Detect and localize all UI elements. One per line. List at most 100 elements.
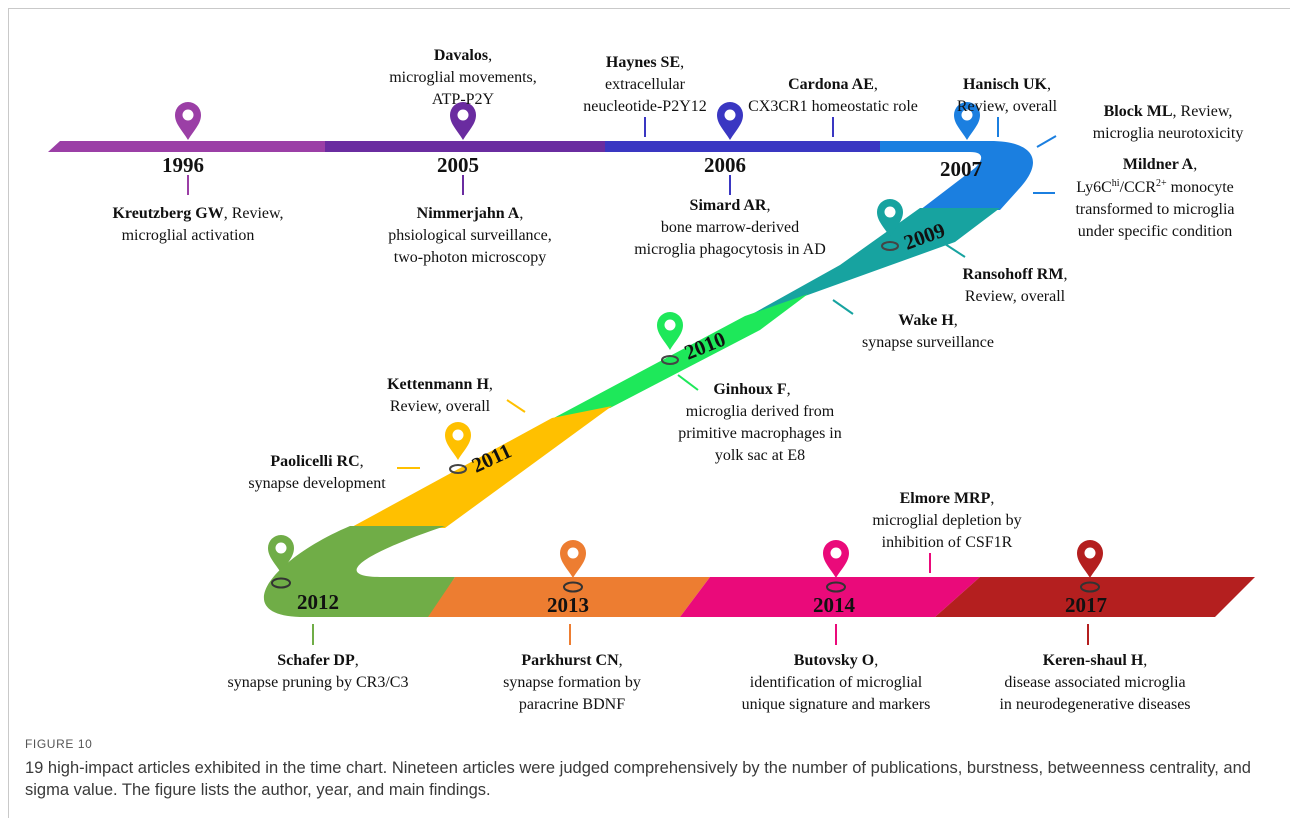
article-kettenmann: Kettenmann H, Review, overall	[387, 376, 493, 415]
article-keren-shaul: Keren-shaul H, disease associated microg…	[999, 652, 1190, 713]
band-segment-2011	[350, 406, 612, 528]
pin-base-2014	[826, 581, 846, 593]
svg-text:unique signature and markers: unique signature and markers	[742, 696, 931, 713]
band-segment-2010	[550, 294, 808, 420]
svg-text:CX3CR1 homeostatic role: CX3CR1 homeostatic role	[748, 98, 918, 115]
year-label-2012: 2012	[297, 590, 339, 614]
year-label-2014: 2014	[813, 593, 856, 617]
band-segment-2013	[428, 577, 710, 617]
year-label-2013: 2013	[547, 593, 589, 617]
year-label-2007: 2007	[940, 157, 982, 181]
article-kreutzberg: Kreutzberg GW, Review, microglial activa…	[112, 205, 283, 244]
svg-text:Kreutzberg GW, Review,: Kreutzberg GW, Review,	[112, 205, 283, 222]
svg-text:phsiological surveillance,: phsiological surveillance,	[388, 227, 552, 244]
article-ginhoux: Ginhoux F, microglia derived from primit…	[678, 381, 842, 464]
connector-ticks	[187, 117, 1089, 645]
svg-text:Ransohoff RM,: Ransohoff RM,	[963, 266, 1068, 283]
pin-icon-2017	[1077, 540, 1103, 578]
figure-caption: 19 high-impact articles exhibited in the…	[25, 759, 1251, 799]
year-label-2010: 2010	[681, 327, 729, 365]
band-segment-2012	[263, 526, 455, 617]
svg-text:Schafer DP,: Schafer DP,	[277, 652, 358, 669]
svg-text:synapse pruning by CR3/C3: synapse pruning by CR3/C3	[228, 674, 409, 691]
pin-icon-2010	[657, 312, 683, 350]
pin-base-2013	[563, 581, 583, 593]
article-block: Block ML, Review, microglia neurotoxicit…	[1093, 103, 1244, 142]
pin-icon-2006	[717, 102, 743, 140]
svg-text:Simard AR,: Simard AR,	[690, 197, 771, 214]
svg-text:microglial activation: microglial activation	[122, 227, 255, 244]
pin-icon-2013	[560, 540, 586, 578]
pin-base-2011	[449, 464, 467, 474]
svg-text:in neurodegenerative diseases: in neurodegenerative diseases	[999, 696, 1190, 713]
svg-text:microglial movements,: microglial movements,	[389, 69, 537, 86]
svg-text:Nimmerjahn A,: Nimmerjahn A,	[417, 205, 524, 222]
pin-icon-1996	[175, 102, 201, 140]
band-segment-2006	[605, 141, 885, 152]
band-segment-1996	[48, 141, 330, 152]
svg-text:Review, overall: Review, overall	[965, 288, 1066, 305]
pin-base-2009	[881, 241, 899, 251]
svg-text:Ly6Chi/CCR2+ monocyte: Ly6Chi/CCR2+ monocyte	[1076, 178, 1234, 196]
band-segment-2005	[325, 141, 610, 152]
figure-label: FIGURE 10	[25, 737, 93, 751]
article-elmore: Elmore MRP, microglial depletion by inhi…	[872, 490, 1021, 551]
svg-text:Hanisch UK,: Hanisch UK,	[963, 76, 1051, 93]
svg-text:microglia phagocytosis in AD: microglia phagocytosis in AD	[634, 241, 826, 258]
svg-text:Kettenmann H,: Kettenmann H,	[387, 376, 493, 393]
svg-text:synapse development: synapse development	[248, 475, 386, 492]
svg-text:Butovsky O,: Butovsky O,	[794, 652, 878, 669]
year-label-1996: 1996	[162, 153, 204, 177]
svg-text:microglia neurotoxicity: microglia neurotoxicity	[1093, 125, 1244, 142]
svg-text:inhibition of CSF1R: inhibition of CSF1R	[882, 534, 1013, 551]
year-label-2006: 2006	[704, 153, 746, 177]
band-segment-2007	[880, 141, 1033, 210]
article-mildner: Mildner A, Ly6Chi/CCR2+ monocyte transfo…	[1075, 156, 1234, 240]
article-nimmerjahn: Nimmerjahn A, phsiological surveillance,…	[388, 205, 552, 266]
article-simard: Simard AR, bone marrow-derived microglia…	[634, 197, 826, 258]
svg-text:Review, overall: Review, overall	[390, 398, 491, 415]
band-segment-2009	[745, 208, 1000, 318]
year-label-2005: 2005	[437, 153, 479, 177]
svg-text:yolk sac at E8: yolk sac at E8	[715, 447, 805, 464]
article-haynes: Haynes SE, extracellular neucleotide-P2Y…	[583, 54, 707, 115]
timeline-band	[48, 141, 1255, 617]
svg-text:bone marrow-derived: bone marrow-derived	[661, 219, 799, 236]
figure-frame	[8, 8, 1290, 818]
article-paolicelli: Paolicelli RC, synapse development	[248, 453, 386, 492]
svg-text:neucleotide-P2Y12: neucleotide-P2Y12	[583, 98, 707, 115]
article-wake: Wake H, synapse surveillance	[862, 312, 994, 351]
svg-text:microglia derived from: microglia derived from	[686, 403, 835, 420]
pin-icon-2011	[445, 422, 471, 460]
svg-text:synapse surveillance: synapse surveillance	[862, 334, 994, 351]
svg-text:extracellular: extracellular	[605, 76, 686, 93]
band-segment-2017	[935, 577, 1255, 617]
pin-base-2017	[1080, 581, 1100, 593]
svg-text:microglial depletion by: microglial depletion by	[872, 512, 1021, 529]
svg-text:ATP-P2Y: ATP-P2Y	[432, 91, 495, 108]
svg-text:Cardona AE,: Cardona AE,	[788, 76, 878, 93]
article-davalos: Davalos, microglial movements, ATP-P2Y	[389, 47, 537, 108]
article-schafer: Schafer DP, synapse pruning by CR3/C3	[228, 652, 409, 691]
article-parkhurst: Parkhurst CN, synapse formation by parac…	[503, 652, 641, 713]
svg-text:Keren-shaul H,: Keren-shaul H,	[1043, 652, 1148, 669]
svg-text:Elmore MRP,: Elmore MRP,	[900, 490, 995, 507]
svg-text:Ginhoux F,: Ginhoux F,	[713, 381, 790, 398]
svg-text:Davalos,: Davalos,	[434, 47, 492, 64]
svg-text:Block ML, Review,: Block ML, Review,	[1104, 103, 1233, 120]
svg-text:Review, overall: Review, overall	[957, 98, 1058, 115]
svg-text:transformed to microglia: transformed to microglia	[1075, 201, 1234, 218]
article-butovsky: Butovsky O, identification of microglial…	[742, 652, 931, 713]
pin-base-2010	[661, 355, 679, 365]
svg-text:paracrine BDNF: paracrine BDNF	[519, 696, 625, 713]
band-segment-2014	[680, 577, 980, 617]
pin-base-2012	[271, 577, 291, 589]
svg-text:Haynes SE,: Haynes SE,	[606, 54, 684, 71]
svg-text:disease associated microglia: disease associated microglia	[1004, 674, 1185, 691]
svg-text:Parkhurst CN,: Parkhurst CN,	[521, 652, 622, 669]
svg-text:two-photon microscopy: two-photon microscopy	[394, 249, 546, 266]
year-label-2017: 2017	[1065, 593, 1107, 617]
article-cardona: Cardona AE, CX3CR1 homeostatic role	[748, 76, 918, 115]
svg-text:synapse formation by: synapse formation by	[503, 674, 641, 691]
